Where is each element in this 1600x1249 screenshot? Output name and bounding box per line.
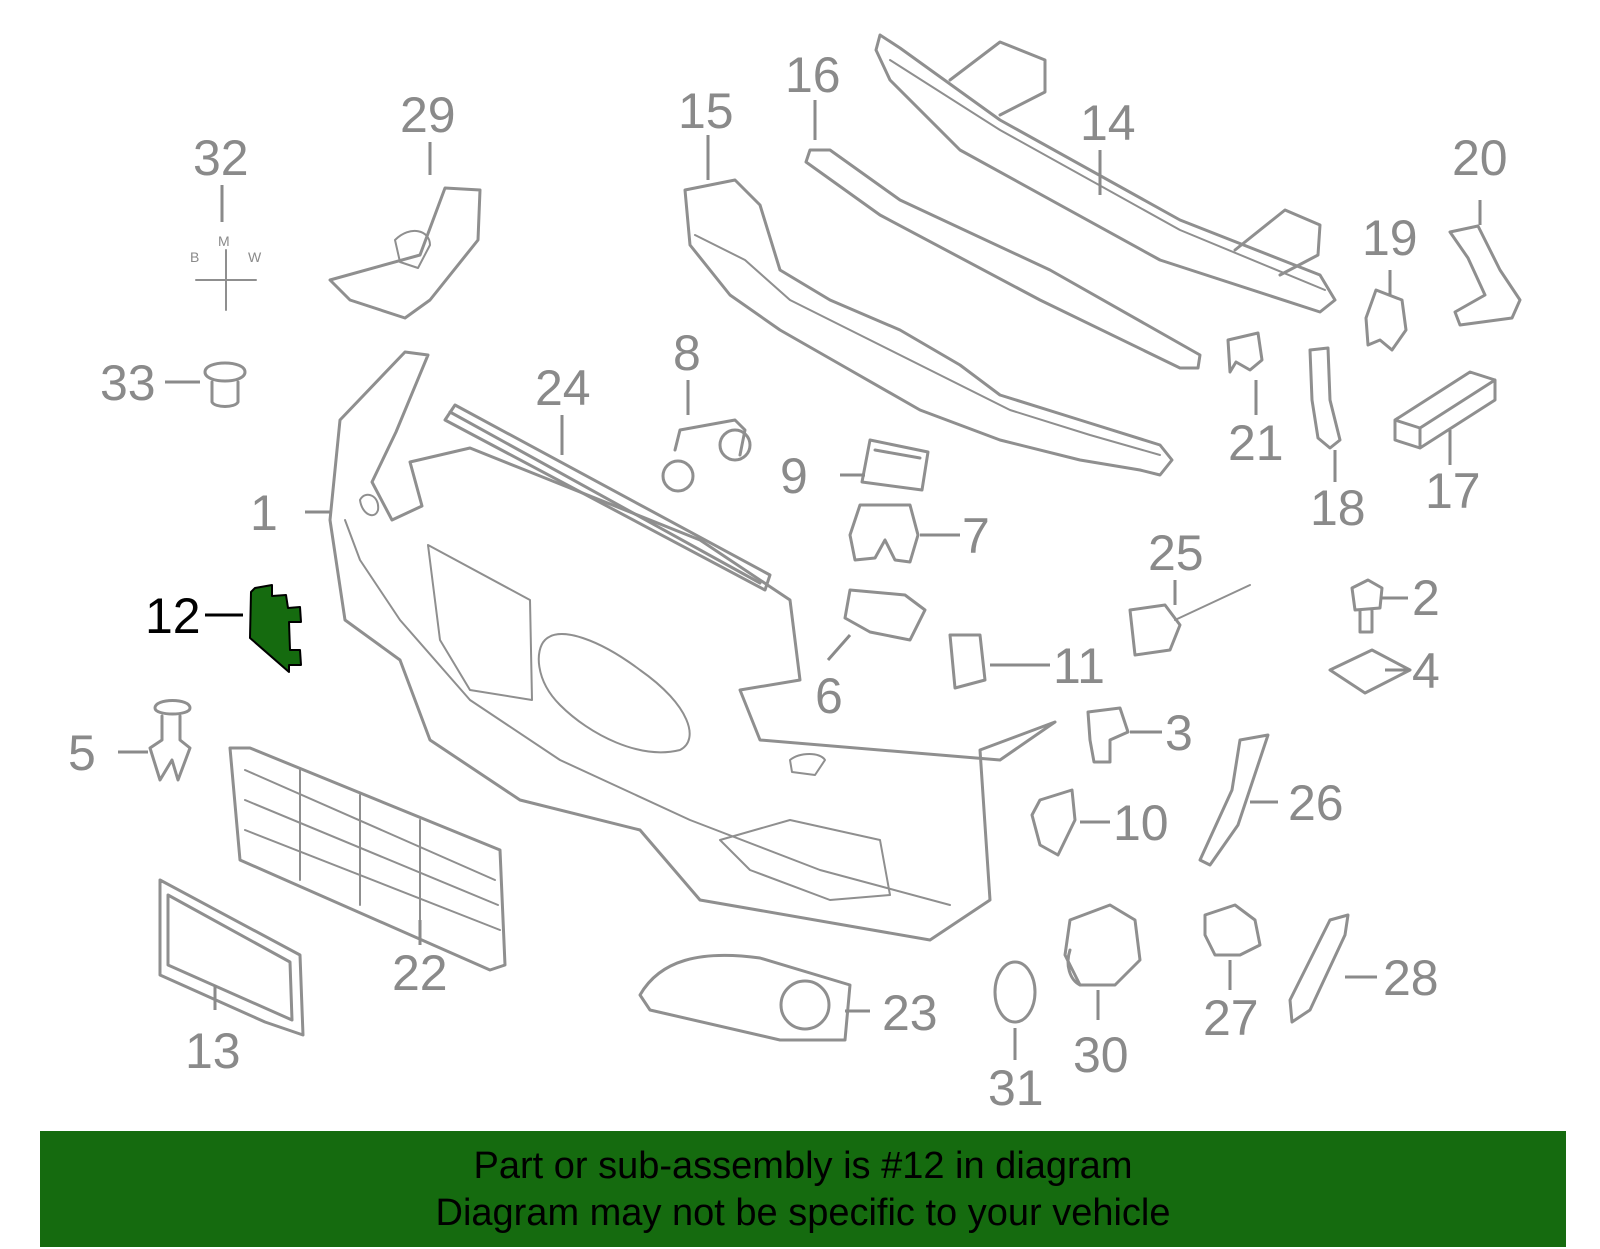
- callout-26[interactable]: 26: [1288, 775, 1344, 831]
- emblem-letter-m: M: [218, 233, 230, 249]
- part-6-bracket: [843, 588, 927, 642]
- part-26-trim: [1198, 733, 1270, 867]
- part-12-highlighted[interactable]: [249, 584, 302, 673]
- part-33-plug: [203, 361, 247, 408]
- part-23-fog-grille: [638, 953, 852, 1042]
- part-17-block: [1393, 370, 1497, 450]
- callout-5[interactable]: 5: [68, 725, 96, 781]
- part-18-strip: [1308, 346, 1342, 450]
- callout-15[interactable]: 15: [678, 83, 734, 139]
- part-19-bracket: [1364, 288, 1408, 352]
- callout-24[interactable]: 24: [535, 360, 591, 416]
- callout-13[interactable]: 13: [185, 1023, 241, 1079]
- callout-27[interactable]: 27: [1203, 990, 1259, 1046]
- part-8-bracket: [661, 418, 752, 493]
- part-7-bracket: [848, 503, 920, 564]
- banner-line-2: Diagram may not be specific to your vehi…: [435, 1192, 1171, 1234]
- callout-7[interactable]: 7: [962, 508, 990, 564]
- callout-18[interactable]: 18: [1310, 480, 1366, 536]
- callout-16[interactable]: 16: [785, 47, 841, 103]
- callout-25[interactable]: 25: [1148, 525, 1204, 581]
- callout-28[interactable]: 28: [1383, 950, 1439, 1006]
- part-2-bolt: [1350, 578, 1384, 634]
- callout-8[interactable]: 8: [673, 325, 701, 381]
- callout-6[interactable]: 6: [815, 668, 843, 724]
- callout-23[interactable]: 23: [882, 985, 938, 1041]
- callout-29[interactable]: 29: [400, 87, 456, 143]
- part-27-sensor: [1203, 903, 1262, 957]
- part-10-clip: [1030, 788, 1077, 857]
- part-9-cover: [860, 438, 930, 492]
- part-3-clip: [1086, 706, 1130, 764]
- part-24-grille-strip: [443, 403, 772, 592]
- callout-31[interactable]: 31: [988, 1060, 1044, 1116]
- part-28-trim: [1288, 913, 1350, 1024]
- callout-10[interactable]: 10: [1113, 795, 1169, 851]
- part-31-cap: [993, 960, 1037, 1024]
- callout-11[interactable]: 11: [1053, 638, 1105, 694]
- part-25-sensor: [1128, 584, 1251, 657]
- callout-4[interactable]: 4: [1412, 643, 1440, 699]
- callout-9[interactable]: 9: [780, 448, 808, 504]
- part-21-bracket: [1226, 331, 1264, 374]
- callout-17[interactable]: 17: [1425, 463, 1481, 519]
- callout-19[interactable]: 19: [1362, 210, 1418, 266]
- emblem-letter-w: W: [248, 249, 262, 265]
- part-22-lower-grille: [228, 746, 507, 972]
- part-1-bumper-cover: [328, 350, 1057, 942]
- part-14-reinforcement: [874, 33, 1337, 314]
- callout-33[interactable]: 33: [100, 355, 156, 411]
- part-5-push-clip: [148, 699, 192, 782]
- banner-line-1: Part or sub-assembly is #12 in diagram: [473, 1145, 1133, 1187]
- leader-lines: [118, 100, 1482, 1060]
- callout-21[interactable]: 21: [1228, 415, 1284, 471]
- emblem-letter-b: B: [190, 249, 199, 265]
- callout-2[interactable]: 2: [1412, 570, 1440, 626]
- callout-30[interactable]: 30: [1073, 1027, 1129, 1083]
- callout-3[interactable]: 3: [1165, 705, 1193, 761]
- callout-14[interactable]: 14: [1080, 95, 1136, 151]
- part-15-absorber: [683, 178, 1174, 477]
- callout-22[interactable]: 22: [392, 945, 448, 1001]
- part-16-strip: [804, 148, 1202, 370]
- callout-12[interactable]: 12: [145, 588, 201, 644]
- part-11-clip: [948, 633, 987, 690]
- part-20-bracket: [1448, 224, 1522, 327]
- callout-20[interactable]: 20: [1452, 130, 1508, 186]
- info-banner: Part or sub-assembly is #12 in diagram D…: [40, 1131, 1566, 1247]
- part-29-air-duct: [328, 186, 482, 320]
- callout-1[interactable]: 1: [250, 485, 278, 541]
- part-13-plate-bracket: [158, 878, 305, 1037]
- part-30-sensor: [1063, 903, 1142, 987]
- part-32-emblem: B M W: [190, 233, 262, 311]
- callout-32[interactable]: 32: [193, 130, 249, 186]
